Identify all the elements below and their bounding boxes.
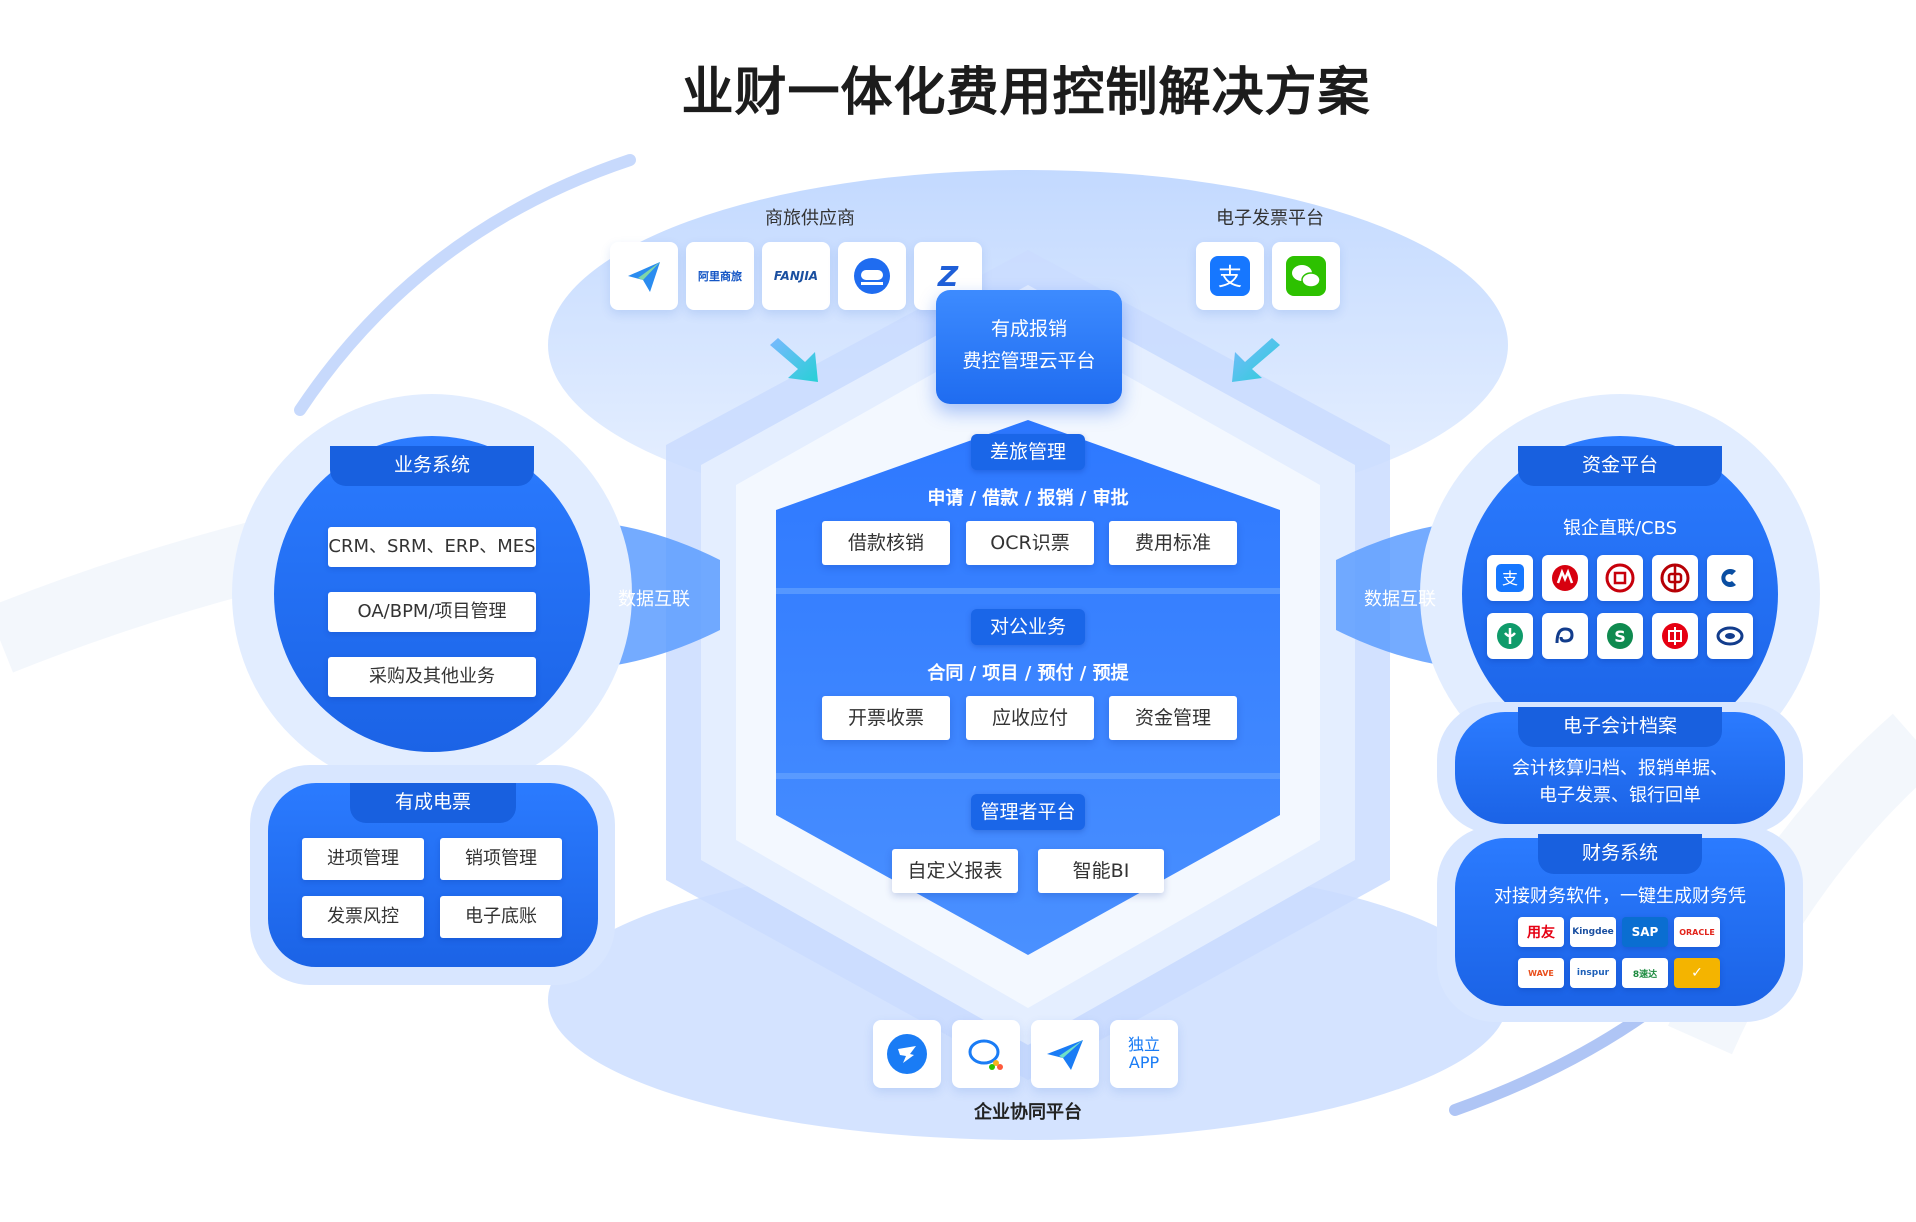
- right-data-link-label: 数据互联: [1364, 589, 1436, 610]
- collaboration-platform-label: 企业协同平台: [974, 1102, 1082, 1123]
- sap-logo: SAP: [1622, 917, 1668, 947]
- wechat-icon: [1272, 242, 1340, 310]
- page-title: 业财一体化费用控制解决方案: [681, 63, 1371, 123]
- crm-srm-erp-item: CRM、SRM、ERP、MES: [328, 527, 536, 567]
- expense-standard-button[interactable]: 费用标准: [1109, 521, 1237, 565]
- standalone-app-icon: 独立 APP: [1110, 1020, 1178, 1088]
- platform-line2: 费控管理云平台: [962, 350, 1096, 372]
- kingdee-logo: Kingdee: [1570, 917, 1616, 947]
- custom-report-button[interactable]: 自定义报表: [892, 849, 1018, 893]
- boc-bank-icon: [1652, 555, 1698, 601]
- bank-direct-label: 银企直联/CBS: [1562, 518, 1678, 539]
- check-logo: ✓: [1674, 958, 1720, 988]
- travel-mgmt-sub: 申请 / 借款 / 报销 / 审批: [927, 488, 1129, 509]
- archive-line2: 电子发票、银行回单: [1539, 785, 1701, 806]
- e-invoice-tab: 有成电票: [350, 783, 516, 823]
- manager-platform-title: 管理者平台: [971, 794, 1085, 830]
- app-line1: 独立: [1127, 1035, 1160, 1054]
- output-invoice-button[interactable]: 销项管理: [440, 838, 562, 880]
- alipay-bank-icon: 支: [1487, 555, 1533, 601]
- suda-logo: 8速达: [1622, 958, 1668, 988]
- wave-logo: WAVE: [1518, 958, 1564, 988]
- business-system-tab: 业务系统: [330, 446, 534, 486]
- alipay-icon: 支: [1196, 242, 1264, 310]
- input-invoice-button[interactable]: 进项管理: [302, 838, 424, 880]
- cmb-bank-icon: [1542, 555, 1588, 601]
- bocom-bank-icon: [1542, 613, 1588, 659]
- citic-bank-icon: [1652, 613, 1698, 659]
- yonyou-logo: 用友: [1518, 917, 1564, 947]
- ccb-bank-icon: [1707, 555, 1753, 601]
- alibaba-travel-logo: 阿里商旅: [686, 242, 754, 310]
- fund-platform-tab: 资金平台: [1518, 446, 1722, 486]
- train-icon: [838, 242, 906, 310]
- oa-bpm-item: OA/BPM/项目管理: [328, 592, 536, 632]
- procurement-item: 采购及其他业务: [328, 657, 536, 697]
- dingtalk-icon: [873, 1020, 941, 1088]
- finance-system-tab: 财务系统: [1538, 834, 1702, 874]
- e-ledger-button[interactable]: 电子底账: [440, 896, 562, 938]
- cib-bank-icon: [1707, 613, 1753, 659]
- corporate-sub: 合同 / 项目 / 预付 / 预提: [927, 663, 1129, 684]
- e-archive-tab: 电子会计档案: [1518, 707, 1722, 747]
- ocr-invoice-button[interactable]: OCR识票: [966, 521, 1094, 565]
- travel-supplier-label: 商旅供应商: [765, 208, 855, 229]
- invoice-risk-button[interactable]: 发票风控: [302, 896, 424, 938]
- left-data-link-label: 数据互联: [618, 589, 690, 610]
- corporate-title: 对公业务: [971, 609, 1085, 645]
- inspur-logo: inspur: [1570, 958, 1616, 988]
- platform-box: 有成报销 费控管理云平台: [936, 290, 1122, 404]
- fanjia-logo: FANJIA: [762, 242, 830, 310]
- finance-sub: 对接财务软件，一键生成财务凭: [1494, 886, 1746, 907]
- psbc-bank-icon: S: [1597, 613, 1643, 659]
- svg-text:支: 支: [1502, 569, 1518, 588]
- invoice-platform-label: 电子发票平台: [1216, 208, 1324, 229]
- travel-mgmt-title: 差旅管理: [971, 434, 1085, 470]
- archive-line1: 会计核算归档、报销单据、: [1512, 758, 1728, 779]
- icbc-bank-icon: [1597, 555, 1643, 601]
- paper-plane-icon: [610, 242, 678, 310]
- platform-line1: 有成报销: [990, 318, 1067, 340]
- feishu-icon: [1031, 1020, 1099, 1088]
- app-line2: APP: [1128, 1053, 1160, 1072]
- fund-management-button[interactable]: 资金管理: [1109, 696, 1237, 740]
- smart-bi-button[interactable]: 智能BI: [1038, 849, 1164, 893]
- svg-text:支: 支: [1218, 263, 1242, 291]
- invoicing-button[interactable]: 开票收票: [822, 696, 950, 740]
- svg-text:S: S: [1614, 627, 1626, 646]
- abc-bank-icon: [1487, 613, 1533, 659]
- loan-writeoff-button[interactable]: 借款核销: [822, 521, 950, 565]
- wecom-icon: [952, 1020, 1020, 1088]
- receivable-payable-button[interactable]: 应收应付: [966, 696, 1094, 740]
- oracle-logo: ORACLE: [1674, 917, 1720, 947]
